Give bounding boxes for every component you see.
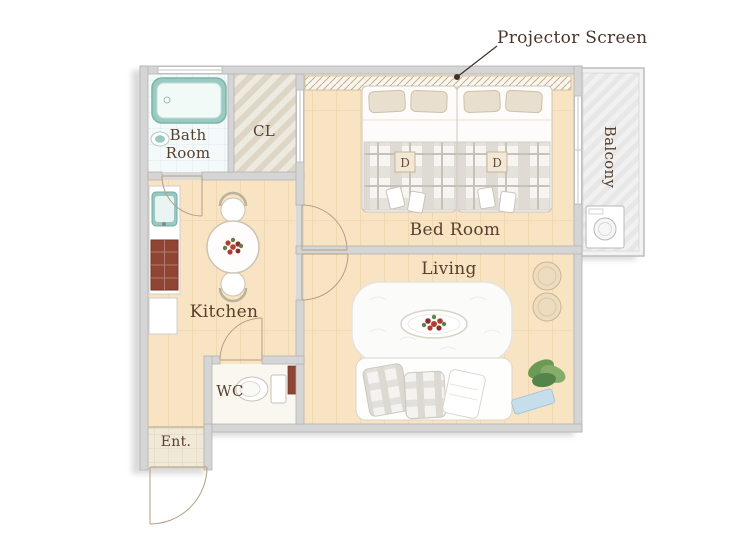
wc-label: WC <box>216 382 244 400</box>
balcony-label: Balcony <box>601 125 619 189</box>
closet-floor <box>234 74 296 172</box>
door-arcs <box>149 175 349 525</box>
flower-centerpiece <box>222 237 244 255</box>
bed-tag-box <box>394 151 416 173</box>
toilet-tank <box>270 374 287 404</box>
closet-label: CL <box>252 122 276 140</box>
potted-plant <box>528 359 566 388</box>
bedroom-door <box>301 204 348 251</box>
projector-screen-label: Projector Screen <box>497 28 648 48</box>
entrance-door <box>149 466 208 525</box>
flower-centerpiece <box>421 314 447 331</box>
bed-tag-label: D <box>492 156 502 170</box>
living-furniture <box>351 261 566 421</box>
dining-set <box>206 191 260 303</box>
windows <box>157 66 582 205</box>
pillows <box>368 89 543 114</box>
stove-unit <box>150 239 179 291</box>
round-pouf <box>532 261 562 291</box>
living-label: Living <box>421 259 477 279</box>
kitchen-fixtures <box>148 185 181 335</box>
washing-machine-icon <box>585 205 625 249</box>
bedside-slippers <box>385 186 517 214</box>
round-pouf <box>532 292 562 322</box>
folded-blanket <box>442 369 486 419</box>
kitchen-label: Kitchen <box>189 302 259 322</box>
wc-shelf <box>287 365 297 395</box>
projector-annotation <box>454 45 498 80</box>
wc-fixtures <box>235 365 297 404</box>
plaid-cushion <box>362 363 410 417</box>
blue-mat <box>511 388 556 415</box>
entrance-label: Ent. <box>160 434 192 450</box>
balcony-area <box>577 67 645 257</box>
plaid-cushion <box>403 370 447 420</box>
projector-anchor-dot <box>454 74 460 80</box>
bath-fixtures <box>150 77 227 147</box>
bath-door <box>161 175 203 217</box>
living-door <box>301 253 349 301</box>
dining-chair <box>220 197 246 223</box>
kitchen-cabinet <box>148 297 178 335</box>
wc-door <box>219 317 263 361</box>
bed-tag-label: D <box>400 156 410 170</box>
bed-tag-box <box>486 151 508 173</box>
dining-chair <box>220 271 246 297</box>
bathroom-label: Bath Room <box>165 126 211 162</box>
bedroom-label: Bed Room <box>409 220 501 240</box>
entrance-floor <box>147 427 205 469</box>
beds: D D <box>361 85 553 214</box>
